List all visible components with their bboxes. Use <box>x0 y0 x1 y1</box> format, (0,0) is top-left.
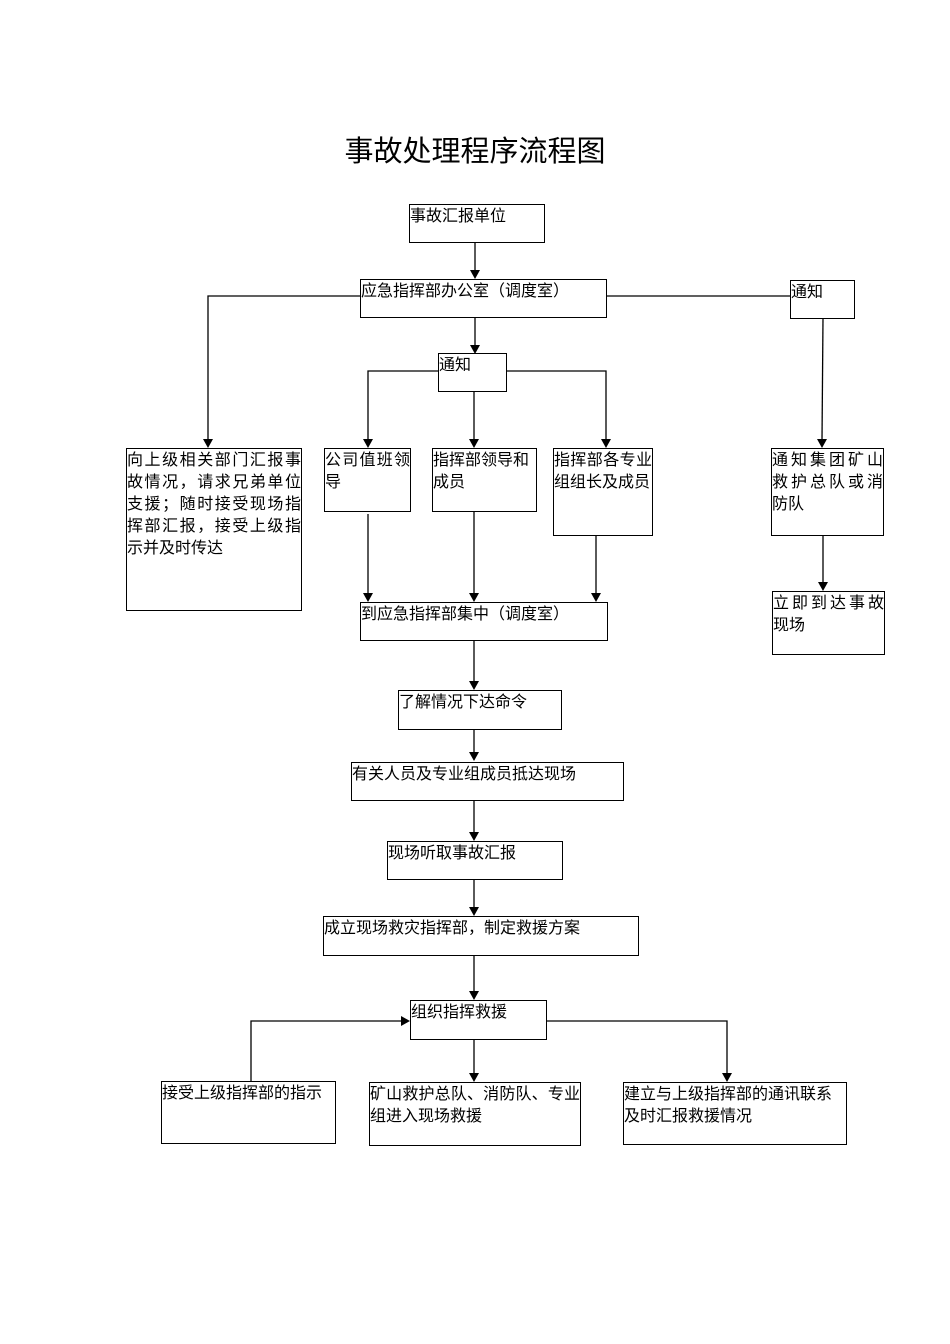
node-issue-orders: 了解情况下达命令 <box>398 690 562 730</box>
node-hq-leaders: 指挥部领导和成员 <box>432 448 537 512</box>
arrowhead <box>722 1073 732 1082</box>
diagram-title: 事故处理程序流程图 <box>344 134 606 168</box>
arrowhead <box>401 1016 410 1026</box>
node-report-unit: 事故汇报单位 <box>409 204 545 243</box>
node-arrive-scene-rescue: 立即到达事故现场 <box>772 591 885 655</box>
node-duty-leader: 公司值班领导 <box>324 448 411 512</box>
arrowhead <box>601 439 611 448</box>
node-accept-instructions: 接受上级指挥部的指示 <box>161 1081 336 1144</box>
arrowhead <box>469 907 479 916</box>
edge-notify-to-team-leaders <box>507 370 607 440</box>
node-gather-hq: 到应急指挥部集中（调度室） <box>360 602 608 641</box>
edge-organize-to-comm <box>546 1020 728 1074</box>
node-organize-rescue: 组织指挥救援 <box>410 1000 547 1040</box>
arrowhead <box>469 593 479 602</box>
node-emergency-office: 应急指挥部办公室（调度室） <box>360 279 607 318</box>
arrowhead <box>203 439 213 448</box>
node-setup-scene-hq: 成立现场救灾指挥部，制定救援方案 <box>323 916 639 956</box>
arrowhead <box>469 439 479 448</box>
edge-notify-to-duty-leader <box>367 370 438 440</box>
arrowhead <box>591 593 601 602</box>
node-notify-right: 通知 <box>790 280 855 319</box>
arrowhead <box>469 832 479 841</box>
node-teams-enter: 矿山救护总队、消防队、专业组进入现场救援 <box>369 1082 581 1146</box>
node-notify-center: 通知 <box>438 353 507 392</box>
edge-accept-to-organize <box>250 1020 402 1081</box>
arrowhead <box>469 752 479 761</box>
arrowhead <box>363 593 373 602</box>
arrowhead <box>363 439 373 448</box>
node-report-upper: 向上级相关部门汇报事故情况，请求兄弟单位支援；随时接受现场指挥部汇报，接受上级指… <box>126 448 302 611</box>
arrowhead <box>469 991 479 1000</box>
edge-notify-right-to-rescue <box>821 317 824 441</box>
arrowhead <box>817 439 827 448</box>
arrowhead <box>818 582 828 591</box>
node-establish-comm: 建立与上级指挥部的通讯联系及时汇报救援情况 <box>623 1082 847 1145</box>
node-personnel-arrive: 有关人员及专业组成员抵达现场 <box>351 762 624 801</box>
node-hear-report: 现场听取事故汇报 <box>387 841 563 880</box>
arrowhead <box>469 681 479 690</box>
edge-office-to-report-upper <box>207 295 360 440</box>
arrowhead <box>469 1073 479 1082</box>
node-team-leaders: 指挥部各专业组组长及成员 <box>553 448 653 536</box>
arrowhead <box>470 270 480 279</box>
node-notify-rescue: 通知集团矿山救护总队或消防队 <box>771 448 884 536</box>
